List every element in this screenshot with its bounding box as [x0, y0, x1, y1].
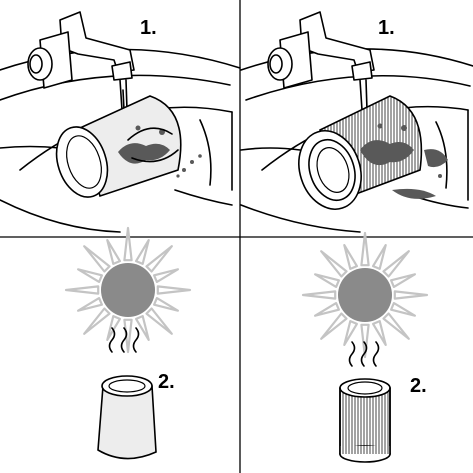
- sun: [301, 231, 429, 359]
- sun-disc: [101, 263, 155, 317]
- sun-ray: [83, 245, 111, 273]
- pleated-cartridge-filter: [339, 378, 391, 463]
- sun-ray: [77, 268, 103, 283]
- sun-ray: [64, 285, 100, 295]
- sun-ray: [314, 273, 340, 288]
- sun-ray: [382, 312, 410, 340]
- step-label: 1.: [378, 17, 395, 39]
- sun-ray: [145, 307, 173, 335]
- sun-ray: [360, 231, 370, 267]
- sun-ray: [343, 320, 358, 346]
- sun-ray: [123, 226, 133, 262]
- heat-waves: [348, 341, 380, 367]
- step-label: 2.: [158, 371, 175, 393]
- panel-wash-pleated-cartridge: 1.: [240, 11, 473, 233]
- heat-waves: [108, 327, 140, 353]
- sun-ray: [372, 244, 387, 270]
- sun-ray: [360, 323, 370, 359]
- sun-disc: [338, 268, 392, 322]
- sun-ray: [382, 250, 410, 278]
- sun-ray: [320, 250, 348, 278]
- sun: [64, 226, 192, 354]
- sun-ray: [135, 315, 150, 341]
- sun-ray: [153, 297, 179, 312]
- sun-ray: [320, 312, 348, 340]
- dirt-stains: [360, 123, 448, 199]
- sun-ray: [393, 290, 429, 300]
- step-label: 2.: [410, 375, 427, 397]
- dirt-stains: [118, 125, 202, 178]
- sun-ray: [314, 302, 340, 317]
- panel-dry-pleated-cartridge: 2.: [301, 231, 429, 463]
- panel-dry-foam-sleeve: 2.: [64, 226, 192, 460]
- sun-ray: [83, 307, 111, 335]
- sun-ray: [390, 302, 416, 317]
- step-label: 1.: [140, 17, 157, 39]
- sun-ray: [153, 268, 179, 283]
- sun-ray: [106, 239, 121, 265]
- sun-ray: [390, 273, 416, 288]
- panel-wash-foam-sleeve: 1.: [0, 11, 241, 233]
- sun-ray: [343, 244, 358, 270]
- sun-ray: [145, 245, 173, 273]
- faucet: [267, 11, 375, 89]
- foam-sleeve-filter: [97, 375, 157, 460]
- sun-ray: [372, 320, 387, 346]
- faucet: [27, 11, 135, 89]
- sun-ray: [77, 297, 103, 312]
- sun-ray: [135, 239, 150, 265]
- sun-ray: [156, 285, 192, 295]
- sun-ray: [301, 290, 337, 300]
